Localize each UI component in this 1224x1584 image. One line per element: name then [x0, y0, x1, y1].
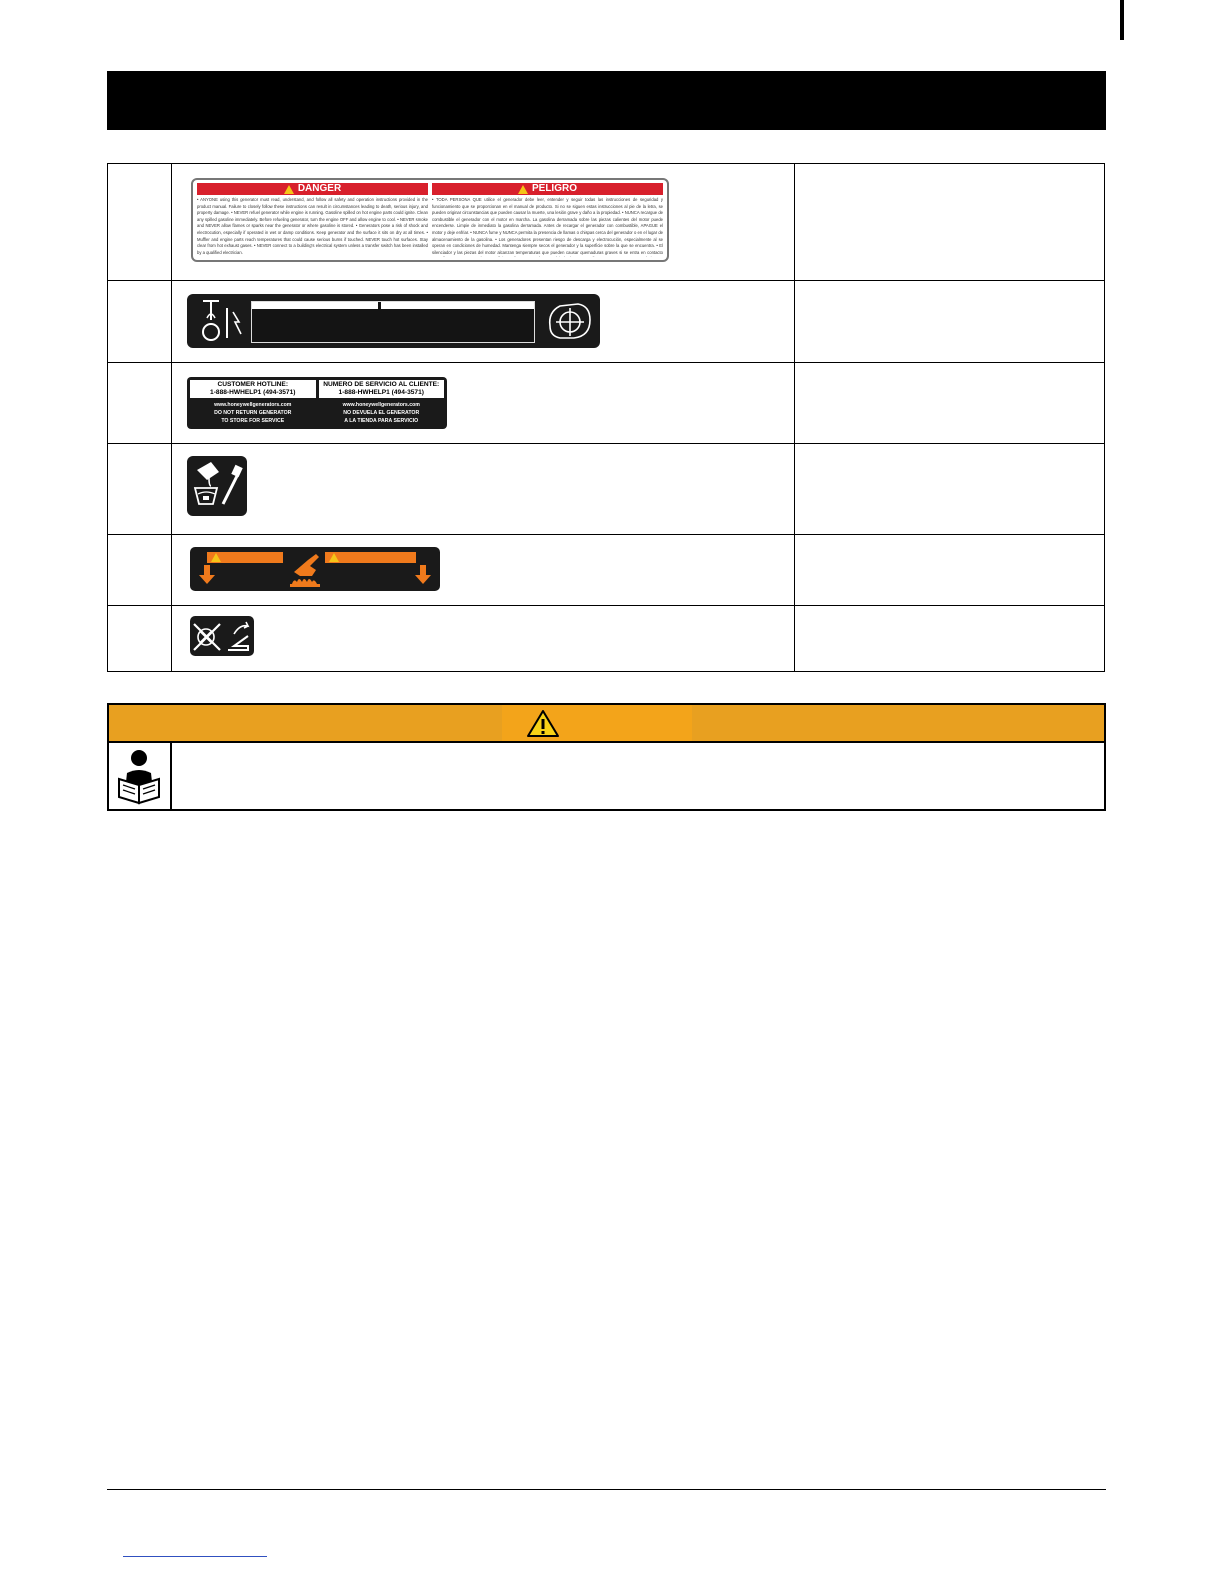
hot-surface-decal — [190, 547, 440, 591]
hotline-url-english: www.honeywellgenerators.com — [214, 402, 292, 408]
reader-cell — [109, 743, 172, 809]
decal-image-cell — [171, 534, 795, 606]
table-row — [107, 605, 1105, 672]
footer-rule — [107, 1489, 1106, 1490]
hotline-notice-spanish-1: NO DEVUELA EL GENERATOR — [343, 410, 420, 416]
do-not-open-decal — [190, 616, 254, 656]
decal-table: DANGER • ANYONE using this generator mus… — [107, 163, 1105, 672]
warning-triangle-icon — [283, 184, 294, 194]
footer-link-underline[interactable] — [123, 1556, 267, 1557]
decal-description-cell — [794, 443, 1105, 535]
decal-number-cell — [107, 605, 172, 672]
peligro-heading: PELIGRO — [531, 183, 577, 194]
fuel-cap-icon — [548, 303, 591, 339]
hot-warning-bar-left — [207, 552, 283, 563]
decal-image-cell: DANGER • ANYONE using this generator mus… — [171, 163, 795, 281]
oil-can-icon — [193, 462, 243, 505]
oil-fill-decal — [187, 456, 247, 516]
hotline-notice-english-1: DO NOT RETURN GENERATOR — [214, 410, 292, 416]
hotline-title-english: CUSTOMER HOTLINE: — [217, 381, 289, 388]
fuel-fire-shock-icon — [202, 300, 242, 341]
fuel-warning-panel — [251, 301, 535, 343]
danger-text-spanish: • TODA PERSONA QUE utilice el generador … — [432, 197, 663, 257]
danger-decal: DANGER • ANYONE using this generator mus… — [191, 178, 669, 262]
no-fan-icon — [193, 621, 250, 651]
table-row — [107, 443, 1105, 535]
decal-image-cell: CUSTOMER HOTLINE:1-888-HWHELP1 (494-3571… — [171, 362, 795, 444]
decal-description-cell — [794, 534, 1105, 606]
decal-number-cell — [107, 280, 172, 363]
person-reading-manual-icon — [118, 750, 160, 805]
warning-triangle-icon — [527, 710, 559, 737]
down-arrow-icon — [415, 565, 431, 584]
decal-image-cell — [171, 443, 795, 535]
fuel-fire-shock-decal — [187, 294, 600, 348]
warning-triangle-icon — [517, 184, 528, 194]
decal-number-cell — [107, 534, 172, 606]
decal-image-cell — [171, 280, 795, 363]
decal-description-cell — [794, 280, 1105, 363]
decal-description-cell — [794, 163, 1105, 281]
table-row — [107, 280, 1105, 363]
decal-image-cell — [171, 605, 795, 672]
decal-number-cell — [107, 443, 172, 535]
warning-triangle-icon — [211, 553, 221, 562]
down-arrow-icon — [199, 565, 215, 584]
decal-number-cell — [107, 362, 172, 444]
table-row: DANGER • ANYONE using this generator mus… — [107, 163, 1105, 281]
warning-body — [109, 743, 1104, 809]
table-row: CUSTOMER HOTLINE:1-888-HWHELP1 (494-3571… — [107, 362, 1105, 444]
warning-box — [107, 703, 1106, 811]
hotline-notice-english-2: TO STORE FOR SERVICE — [221, 418, 285, 424]
danger-heading: DANGER — [297, 183, 342, 194]
hotline-url-spanish: www.honeywellgenerators.com — [342, 402, 420, 408]
decal-number-cell — [107, 163, 172, 281]
danger-text-english: • ANYONE using this generator must read,… — [197, 197, 428, 255]
page-edge-mark — [1120, 0, 1124, 40]
hotline-notice-spanish-2: A LA TIENDA PARA SERVICIO — [344, 418, 419, 424]
hotline-number-english: 1-888-HWHELP1 (494-3571) — [210, 389, 296, 396]
hotline-number-spanish: 1-888-HWHELP1 (494-3571) — [338, 389, 424, 396]
section-header-bar — [107, 71, 1106, 130]
decal-description-cell — [794, 362, 1105, 444]
decal-description-cell — [794, 605, 1105, 672]
warning-triangle-icon — [329, 553, 339, 562]
hot-warning-bar-right — [325, 552, 416, 563]
hotline-title-spanish: NUMERO DE SERVICIO AL CLIENTE: — [323, 381, 440, 388]
hot-surface-hand-icon — [290, 554, 320, 587]
table-row — [107, 534, 1105, 606]
customer-hotline-decal: CUSTOMER HOTLINE:1-888-HWHELP1 (494-3571… — [187, 377, 447, 429]
warning-header — [109, 705, 1104, 743]
